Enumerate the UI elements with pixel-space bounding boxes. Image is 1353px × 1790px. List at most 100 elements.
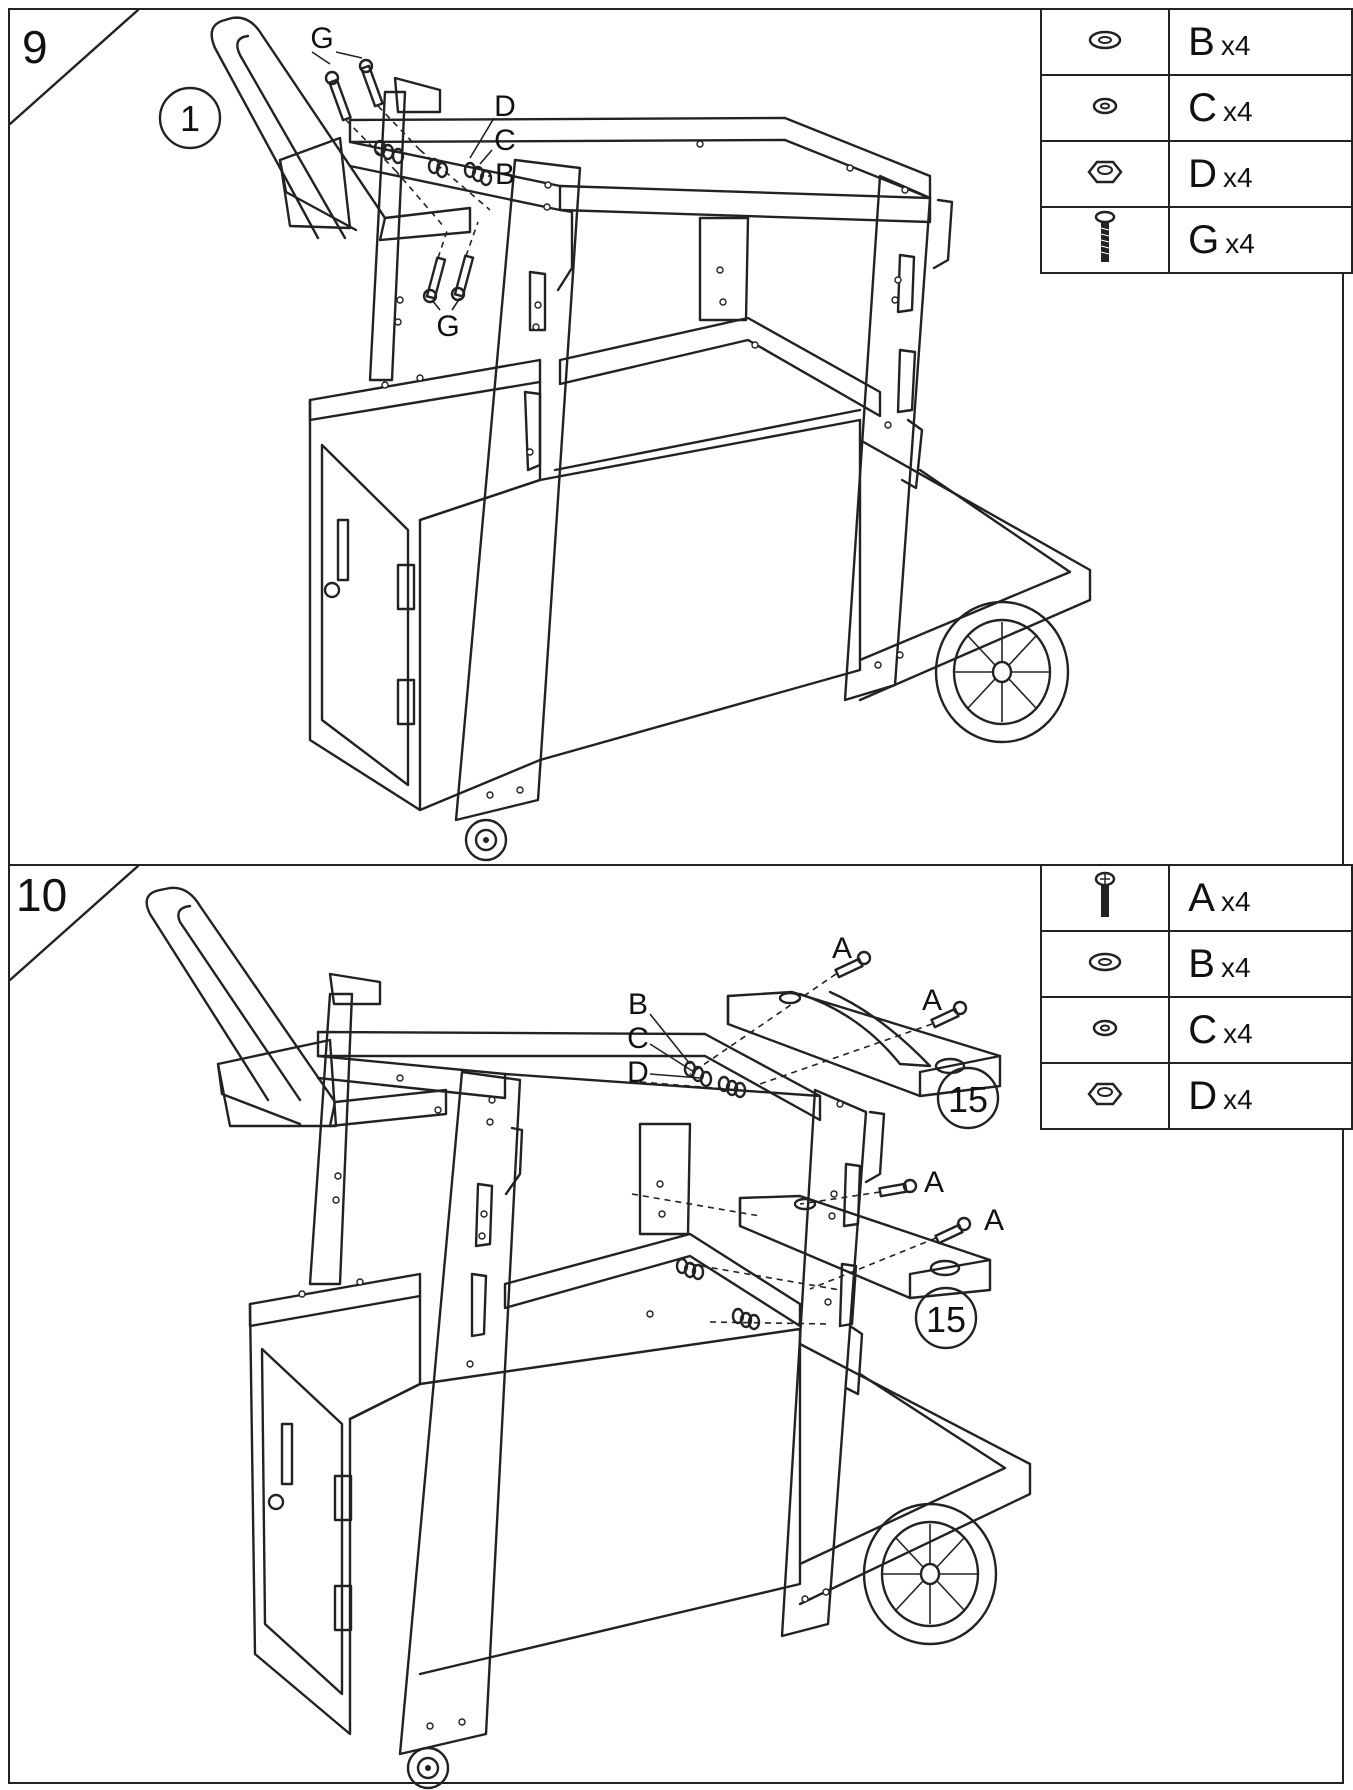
bolt-a-1 xyxy=(834,950,872,979)
callout-15-upper-circle xyxy=(936,1066,1000,1130)
part-letter: C xyxy=(1188,1007,1218,1052)
step-10-panel xyxy=(8,864,1344,1784)
rear-upright-left xyxy=(368,90,407,382)
middle-shelf xyxy=(558,316,882,418)
top-tray xyxy=(348,116,932,200)
part-qty: x4 xyxy=(1220,951,1251,983)
label-b: B xyxy=(495,158,515,191)
part-letter: C xyxy=(1188,85,1218,130)
part-qty: x4 xyxy=(1220,885,1251,917)
door-hinge-top xyxy=(333,1474,353,1522)
door-hinge-bottom xyxy=(396,678,416,726)
door-handle xyxy=(336,518,350,582)
front-upright-right xyxy=(780,1088,868,1638)
cabinet-front xyxy=(418,418,862,812)
bolt-g-top-2 xyxy=(358,58,384,108)
bolt-a-2 xyxy=(930,1000,968,1029)
step-10-hardware xyxy=(631,950,972,1331)
label-c: C xyxy=(627,1022,649,1055)
callout-15-lower-circle xyxy=(914,1286,978,1350)
bolt-a-4 xyxy=(934,1216,972,1245)
label-c: C xyxy=(494,124,516,157)
front-caster xyxy=(464,818,508,862)
bolt-a-3 xyxy=(878,1178,918,1198)
step-9-hardware xyxy=(324,58,493,304)
step-9-callout-label: 1 xyxy=(180,98,200,139)
label-a-4: A xyxy=(984,1204,1004,1237)
cart-handle xyxy=(145,886,337,1104)
step-10-corner-divider xyxy=(8,864,140,982)
rear-upright-right xyxy=(638,1122,692,1236)
step-10-number: 10 xyxy=(16,869,68,921)
short-bolt-icon xyxy=(1094,871,1116,917)
part-letter: B xyxy=(1188,941,1215,986)
part-letter: D xyxy=(1188,1073,1218,1118)
fasteners-bottom xyxy=(675,1257,761,1331)
cart-handle xyxy=(210,16,387,240)
door-hinge-top xyxy=(396,563,416,611)
part-letter: D xyxy=(1188,151,1218,196)
rear-upright-right xyxy=(698,216,750,322)
bolt-g-bottom-1 xyxy=(422,256,447,304)
fasteners-top xyxy=(683,1060,747,1099)
welding-cart-drawing xyxy=(210,16,1092,862)
label-g-top: G xyxy=(310,22,333,55)
cabinet-side xyxy=(308,358,542,812)
cabinet-front xyxy=(348,1327,802,1676)
part-qty: x4 xyxy=(1223,1017,1253,1049)
label-a-2: A xyxy=(922,984,942,1017)
step-9-callout-circle xyxy=(158,86,222,150)
rear-upright-left xyxy=(308,992,354,1286)
label-a-3: A xyxy=(924,1166,944,1199)
step-10-illustration: 15 15 xyxy=(8,864,1032,1790)
door-handle xyxy=(280,1422,294,1486)
step-9-corner-divider xyxy=(8,8,140,126)
label-a-1: A xyxy=(832,932,852,965)
part-letter: A xyxy=(1188,875,1215,920)
cabinet-door xyxy=(260,1347,344,1696)
long-bolt-icon xyxy=(1094,210,1116,262)
callout-15-lower: 15 xyxy=(926,1299,966,1340)
front-upright-left xyxy=(454,158,582,822)
step-9-illustration: 1 xyxy=(8,8,1092,862)
bolt-g-top-1 xyxy=(324,70,352,122)
step-9-number: 9 xyxy=(22,21,48,73)
door-hinge-bottom xyxy=(333,1584,353,1632)
label-g-bottom: G xyxy=(436,310,459,343)
top-tray xyxy=(316,1030,822,1122)
handle-bracket-plate xyxy=(216,1038,338,1128)
label-d: D xyxy=(494,90,516,123)
flat-washer-icon xyxy=(1088,952,1122,971)
part-qty: x4 xyxy=(1223,161,1253,193)
label-b: B xyxy=(628,988,648,1021)
front-caster xyxy=(406,1746,450,1790)
welding-cart-drawing-step-10 xyxy=(145,886,1032,1790)
front-upright-right xyxy=(843,174,932,702)
washers-nuts-row xyxy=(373,139,493,187)
lock-washer-icon xyxy=(1092,1019,1118,1036)
part-letter: B xyxy=(1188,19,1215,64)
bolt-g-bottom-2 xyxy=(450,254,475,302)
flat-washer-icon xyxy=(1088,30,1122,49)
lower-cylinder-bracket xyxy=(738,1194,992,1300)
hex-nut-icon xyxy=(1087,1082,1123,1105)
part-qty: x4 xyxy=(1220,29,1251,61)
rear-wheel xyxy=(934,600,1070,744)
label-d: D xyxy=(627,1056,649,1089)
bottom-tray xyxy=(798,1342,1032,1606)
part-qty: x4 xyxy=(1223,1083,1253,1115)
rear-wheel xyxy=(862,1502,998,1646)
part-letter: G xyxy=(1188,217,1220,262)
front-upright-left xyxy=(398,1070,522,1756)
hex-nut-icon xyxy=(1087,160,1123,183)
